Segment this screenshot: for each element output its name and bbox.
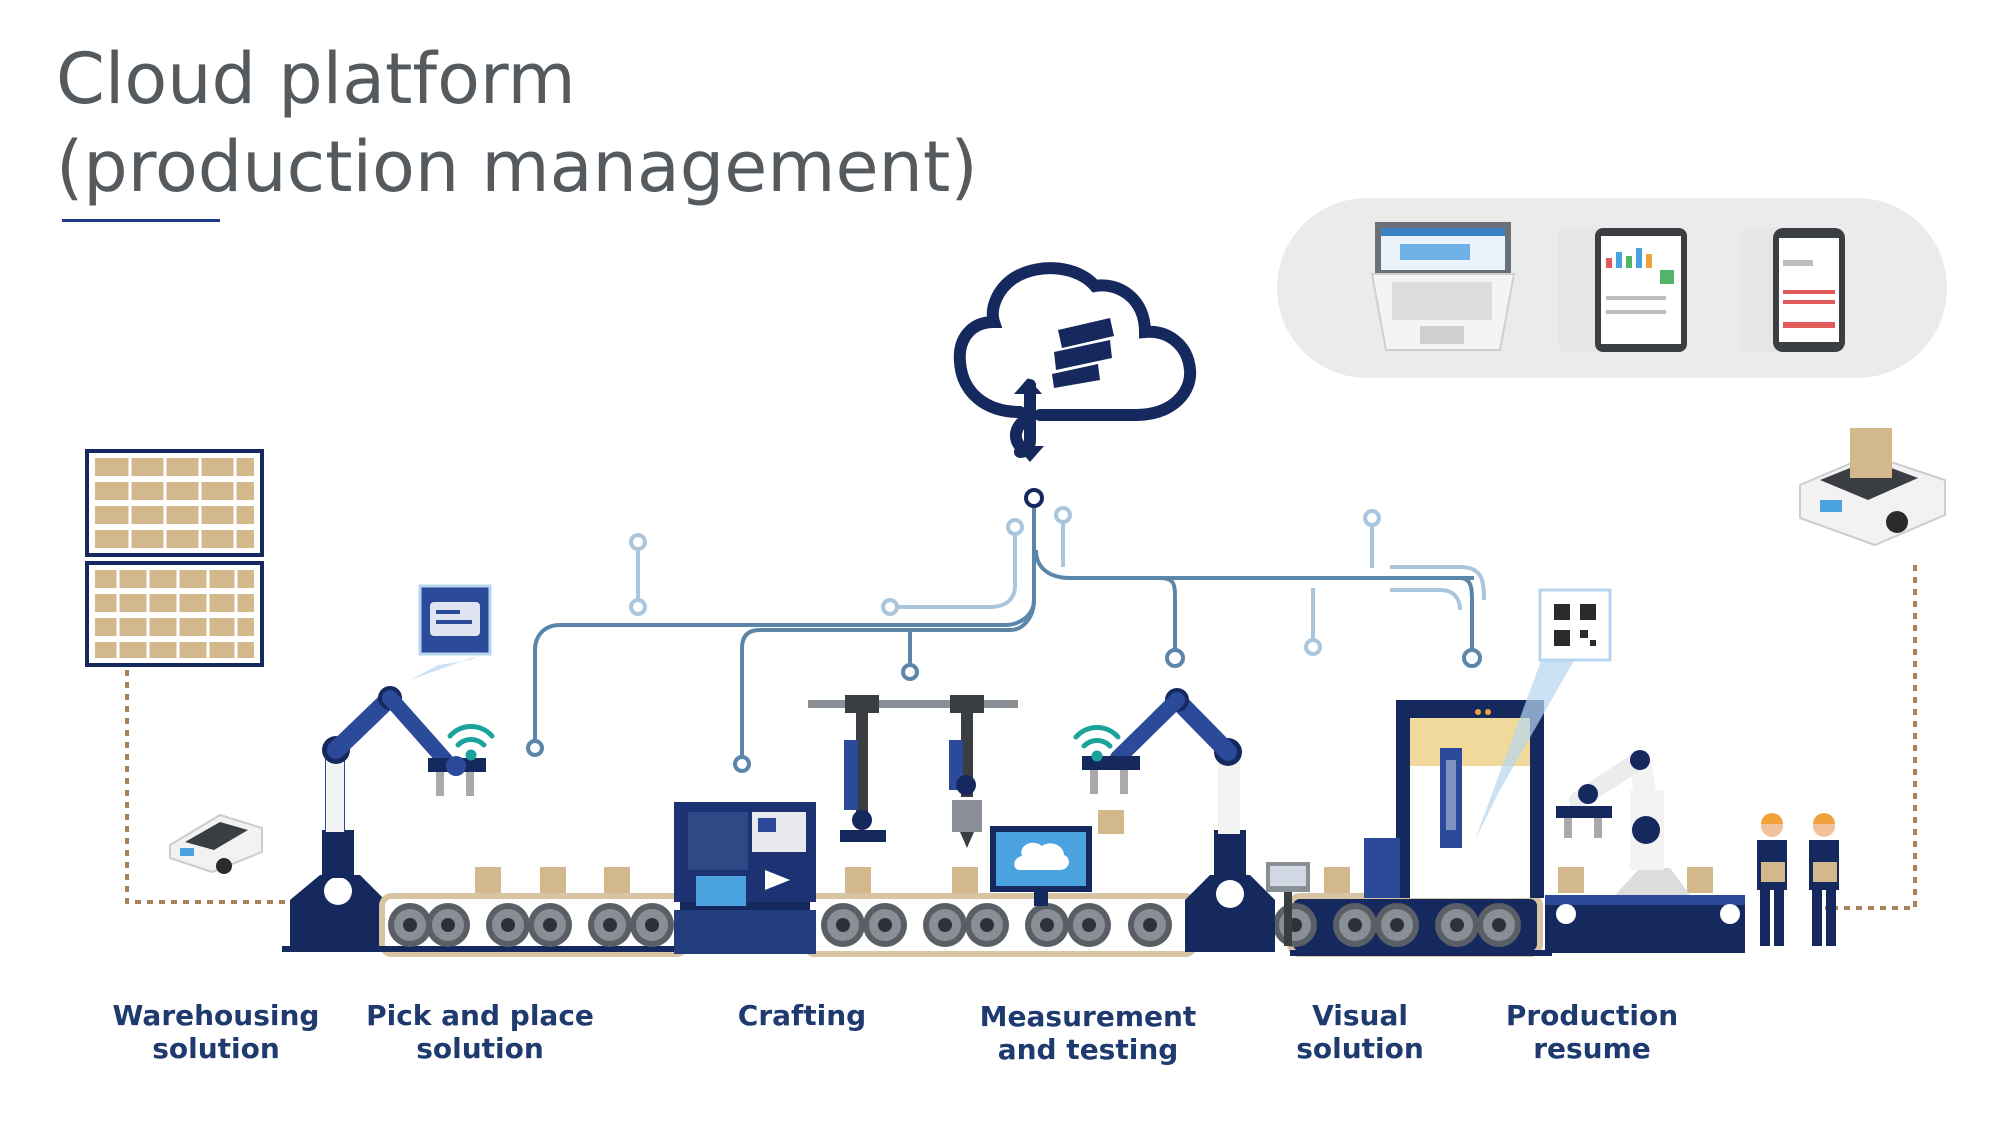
title-underline (62, 219, 220, 222)
station-label-measurement: Measurement and testing (938, 1000, 1238, 1066)
station-label-line-1: Measurement (979, 1000, 1197, 1033)
laptop-icon (1370, 222, 1516, 351)
dashed-route-left (125, 670, 285, 904)
cnc-machine (674, 802, 816, 954)
vision-system (1364, 588, 1612, 898)
station-label-line-1: Production (1505, 999, 1679, 1032)
station-label-line-1: Crafting (737, 999, 867, 1032)
station-label-line-2: and testing (997, 1033, 1179, 1066)
measurement-robot (1073, 688, 1275, 952)
station-label-pick-and-place: Pick and place solution (330, 999, 630, 1065)
page-title-line-2: (production management) (56, 126, 978, 208)
station-label-line-2: solution (1296, 1032, 1424, 1065)
station-label-warehousing: Warehousing solution (66, 999, 366, 1065)
station-label-production-resume: Production resume (1442, 999, 1742, 1065)
terminal-kiosk (1266, 862, 1310, 946)
station-label-line-2: solution (416, 1032, 544, 1065)
conveyor-dark (1545, 895, 1745, 953)
smartphone-icon (1740, 228, 1845, 352)
conveyor-rollers (388, 903, 1521, 947)
tablet-icon (1557, 228, 1687, 352)
worker-icon (1757, 813, 1787, 946)
agv-icon-right (1799, 428, 1946, 547)
pick-and-place-robot (290, 584, 495, 950)
devices-panel (1277, 198, 1947, 378)
agv-icon (169, 813, 263, 874)
gantry-robot (808, 695, 1018, 848)
worker-icon-2 (1809, 813, 1839, 946)
station-label-visual: Visual solution (1210, 999, 1510, 1065)
network-lines (533, 500, 1474, 756)
station-label-line-2: solution (152, 1032, 280, 1065)
warehouse-shelves (85, 449, 264, 667)
station-label-line-1: Pick and place (366, 999, 594, 1032)
card-reader-icon (410, 584, 492, 680)
wifi-icon-2 (1073, 725, 1121, 762)
station-label-line-2: resume (1533, 1032, 1651, 1065)
qr-code-icon (1538, 588, 1612, 662)
wifi-icon (447, 724, 495, 761)
page-title-line-1: Cloud platform (56, 38, 576, 120)
cloud-monitor (990, 826, 1092, 906)
station-label-line-1: Warehousing (112, 999, 320, 1032)
station-label-line-1: Visual (1312, 999, 1408, 1032)
station-label-crafting: Crafting (652, 999, 952, 1032)
production-resume-robot (1556, 750, 1690, 895)
